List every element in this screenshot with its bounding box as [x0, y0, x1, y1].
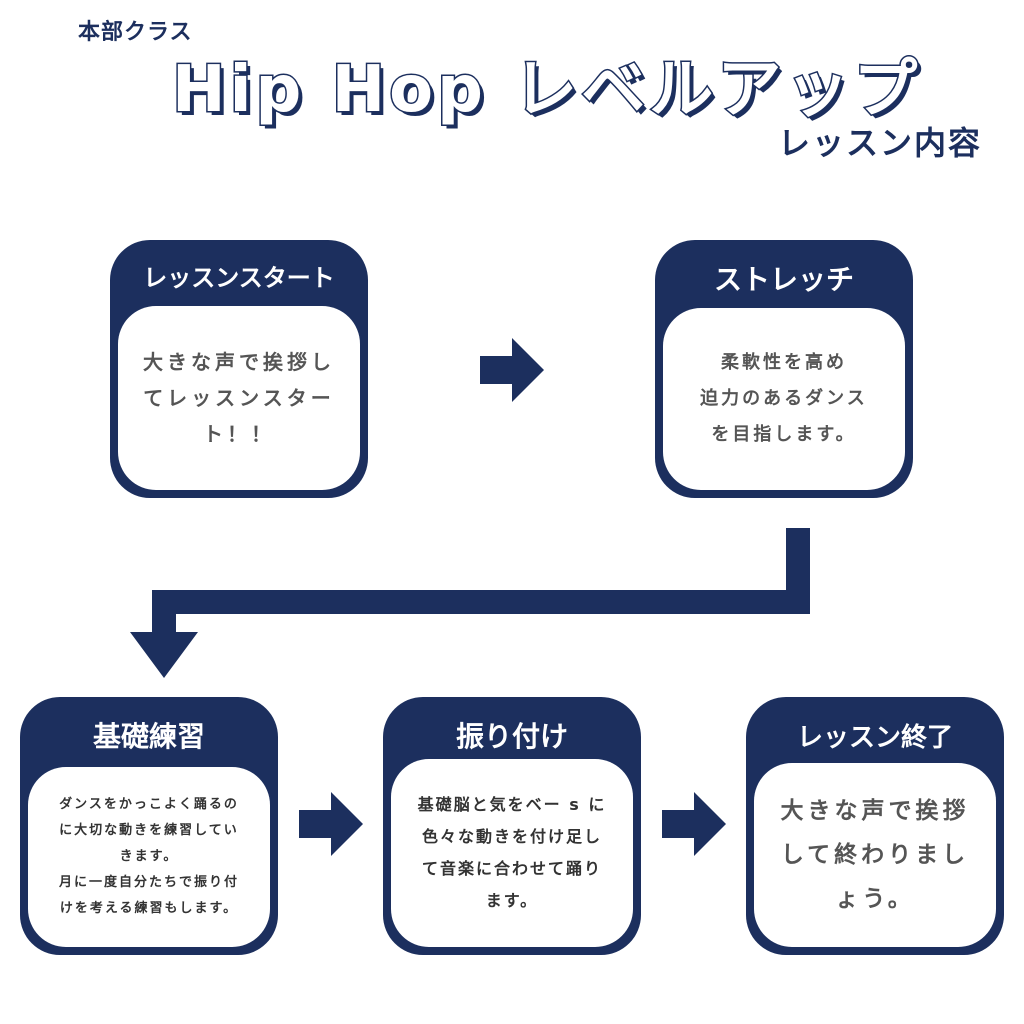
step-card-stretch: ストレッチ 柔軟性を高め 迫力のあるダンス を目指します。 — [655, 240, 913, 498]
step-body: 柔軟性を高め 迫力のあるダンス を目指します。 — [700, 352, 868, 445]
step-title: ストレッチ — [713, 263, 854, 296]
step-card-basic-practice: 基礎練習 ダンスをかっこよく踊るの に大切な動きを練習してい きます。 月に一度… — [20, 697, 278, 955]
step-title: 基礎練習 — [92, 720, 205, 753]
step-body-box: ダンスをかっこよく踊るの に大切な動きを練習してい きます。 月に一度自分たちで… — [28, 767, 270, 947]
step-body: 基礎脳と気をベー s に 色々な動きを付け足し て音楽に合わせて踊り ます。 — [417, 795, 607, 910]
step-title: レッスン終了 — [796, 723, 953, 753]
step-body-box: 柔軟性を高め 迫力のあるダンス を目指します。 — [663, 308, 905, 490]
page-subtitle: レッスン内容 — [778, 124, 983, 162]
page-title-text: Hip Hop レベルアップ — [170, 52, 922, 129]
step-body: 大きな声で挨拶 して終わりまし ょう。 — [780, 798, 970, 912]
page-title: Hip Hop レベルアップ — [170, 38, 922, 130]
arrow-right-icon — [299, 792, 363, 856]
category-label: 本部クラス — [78, 20, 193, 45]
step-body-box: 大きな声で挨拶し てレッスンスター ト！！ — [118, 306, 360, 490]
step-card-choreography: 振り付け 基礎脳と気をベー s に 色々な動きを付け足し て音楽に合わせて踊り … — [383, 697, 641, 955]
step-title: レッスンスタート — [143, 264, 335, 292]
step-card-lesson-end: レッスン終了 大きな声で挨拶 して終わりまし ょう。 — [746, 697, 1004, 955]
step-body: ダンスをかっこよく踊るの に大切な動きを練習してい きます。 月に一度自分たちで… — [58, 797, 239, 916]
step-title: 振り付け — [455, 720, 568, 753]
step-body: 大きな声で挨拶し てレッスンスター ト！！ — [143, 350, 335, 446]
arrow-right-icon — [480, 338, 544, 402]
step-card-lesson-start: レッスンスタート 大きな声で挨拶し てレッスンスター ト！！ — [110, 240, 368, 498]
step-body-box: 基礎脳と気をベー s に 色々な動きを付け足し て音楽に合わせて踊り ます。 — [391, 759, 633, 947]
arrow-right-icon — [662, 792, 726, 856]
connector-arrow-down-icon — [130, 528, 810, 678]
step-body-box: 大きな声で挨拶 して終わりまし ょう。 — [754, 763, 996, 947]
